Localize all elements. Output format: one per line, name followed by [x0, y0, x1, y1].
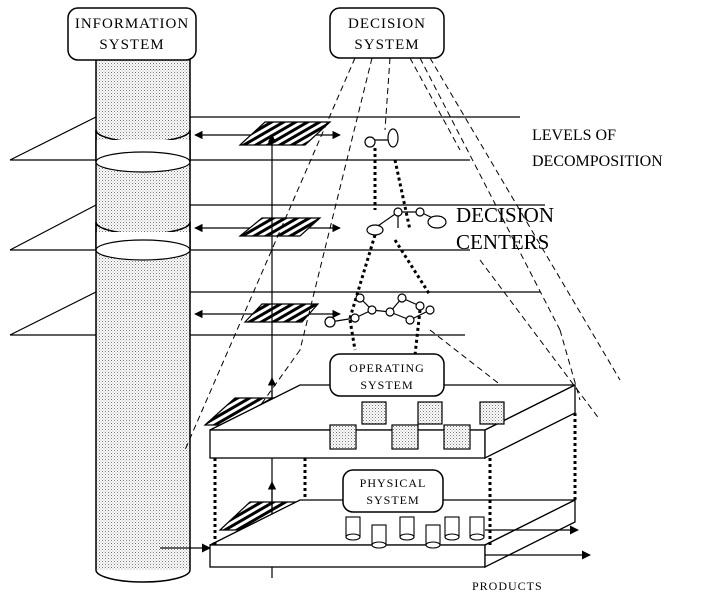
physical-system-cylinders — [345, 516, 485, 549]
information-system-cylinder — [95, 32, 191, 583]
operating-system-line-1: OPERATING — [349, 361, 425, 375]
decision-centers-level-3 — [324, 293, 435, 328]
decision-centers-line-2: CENTERS — [456, 230, 549, 254]
information-system-line-1: INFORMATION — [75, 16, 189, 32]
decomposition-planes — [9, 116, 545, 336]
physical-system-line-1: PHYSICAL — [360, 476, 427, 490]
information-system-line-2: SYSTEM — [99, 37, 164, 53]
physical-system-label: PHYSICAL SYSTEM — [342, 469, 444, 513]
decision-centers-line-1: DECISION — [456, 203, 554, 227]
physical-system-line-2: SYSTEM — [366, 493, 419, 507]
decision-system-line-2: SYSTEM — [354, 37, 419, 53]
products-label: PRODUCTS — [472, 579, 543, 593]
levels-label-line-1: LEVELS OF — [532, 127, 616, 144]
decision-centers-label: DECISION CENTERS — [456, 203, 554, 254]
levels-label-line-2: DECOMPOSITION — [532, 153, 663, 170]
operating-system-label: OPERATING SYSTEM — [329, 353, 445, 397]
decision-system-label: DECISION SYSTEM — [329, 7, 445, 59]
decision-cone-dotted — [348, 148, 432, 356]
information-system-label: INFORMATION SYSTEM — [67, 7, 197, 61]
operating-system-cubes — [329, 401, 505, 450]
decision-centers-level-1 — [364, 128, 399, 148]
material-flow-arrows — [160, 525, 591, 560]
decision-centers-level-2 — [366, 207, 447, 236]
decision-system-line-1: DECISION — [348, 16, 426, 32]
operating-system-line-2: SYSTEM — [360, 378, 413, 392]
levels-of-decomposition-label: LEVELS OF DECOMPOSITION — [532, 127, 663, 170]
